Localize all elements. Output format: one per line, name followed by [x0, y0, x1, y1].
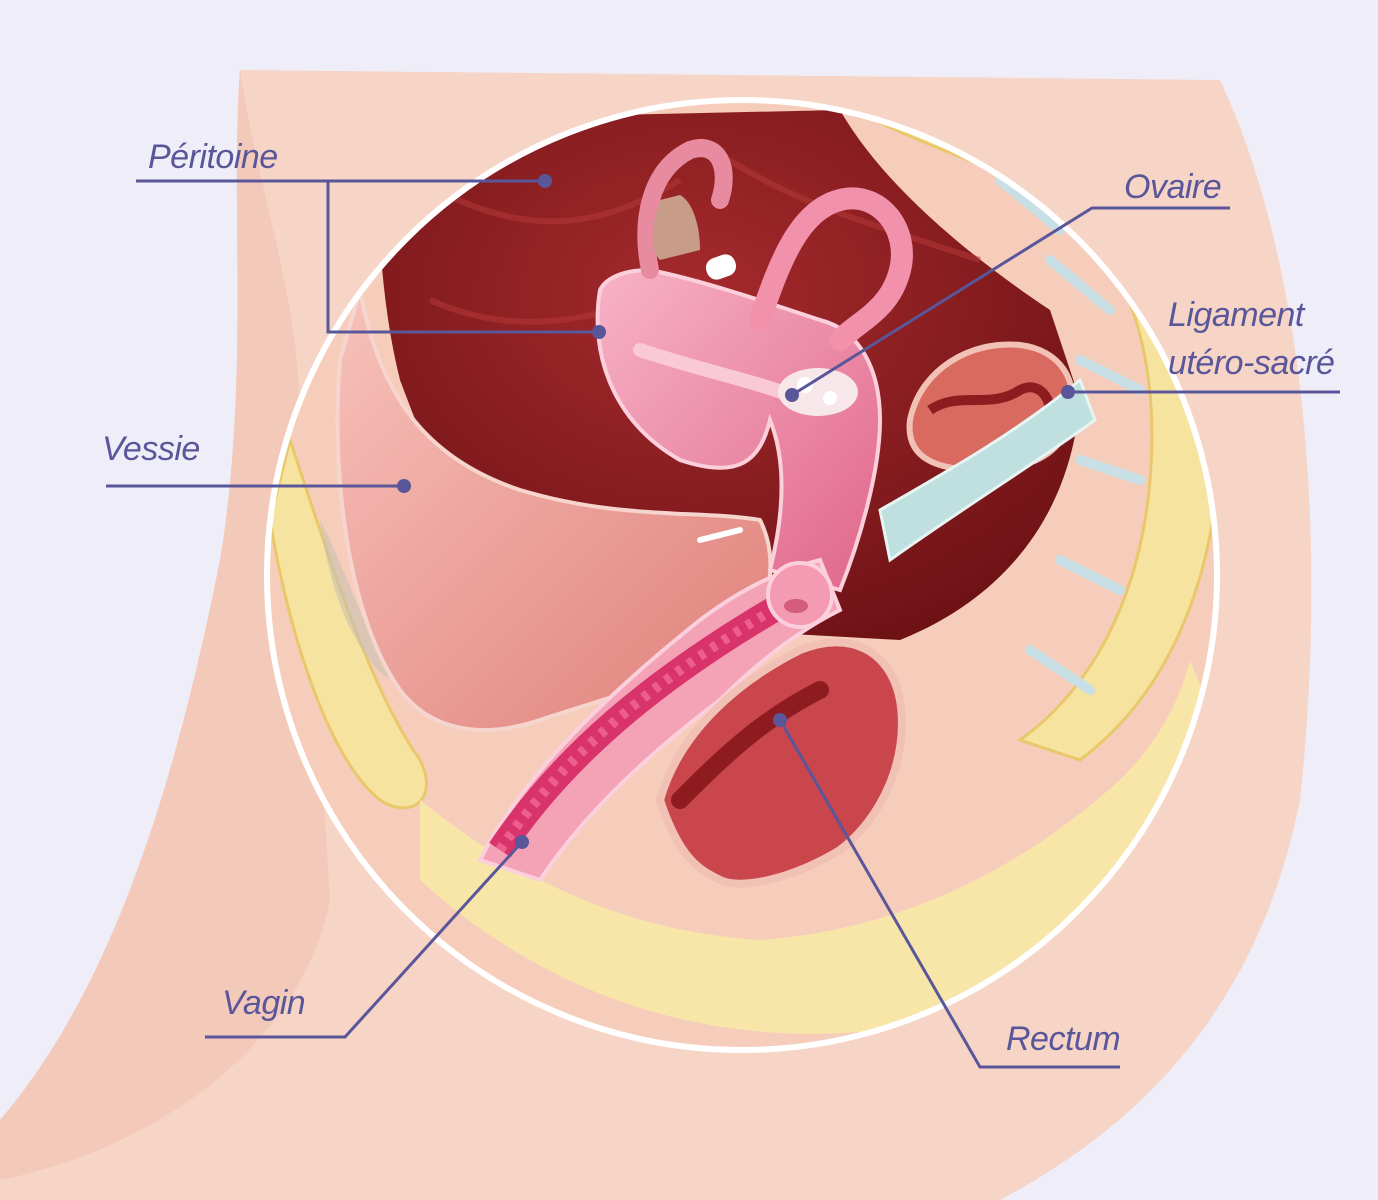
leader-lines	[106, 179, 1340, 1069]
label-peritoine: Péritoine	[148, 138, 278, 176]
utero-sacral-ligament	[878, 377, 1097, 563]
fallopian-tube	[749, 187, 913, 351]
label-ovaire: Ovaire	[1124, 168, 1222, 206]
uterus	[595, 267, 883, 593]
rectum	[655, 638, 906, 888]
body-shading	[0, 70, 330, 1180]
cervix	[766, 561, 834, 629]
label-ligament-line2: utéro-sacré	[1168, 344, 1335, 382]
leader-rectum	[778, 719, 1120, 1069]
ovary	[778, 368, 858, 416]
label-vessie: Vessie	[102, 430, 200, 468]
pelvic-floor	[420, 660, 1217, 1034]
leader-peritoine-bracket	[326, 181, 599, 334]
label-vagin: Vagin	[222, 984, 306, 1022]
leader-vagin	[205, 840, 524, 1039]
magnifier-circle	[264, 97, 1220, 1053]
label-rectum: Rectum	[1006, 1020, 1121, 1058]
uterus-inner	[633, 343, 797, 402]
leader-dots	[397, 174, 1075, 849]
leader-ovaire	[791, 206, 1230, 397]
label-ligament-line1: Ligament	[1168, 296, 1304, 334]
